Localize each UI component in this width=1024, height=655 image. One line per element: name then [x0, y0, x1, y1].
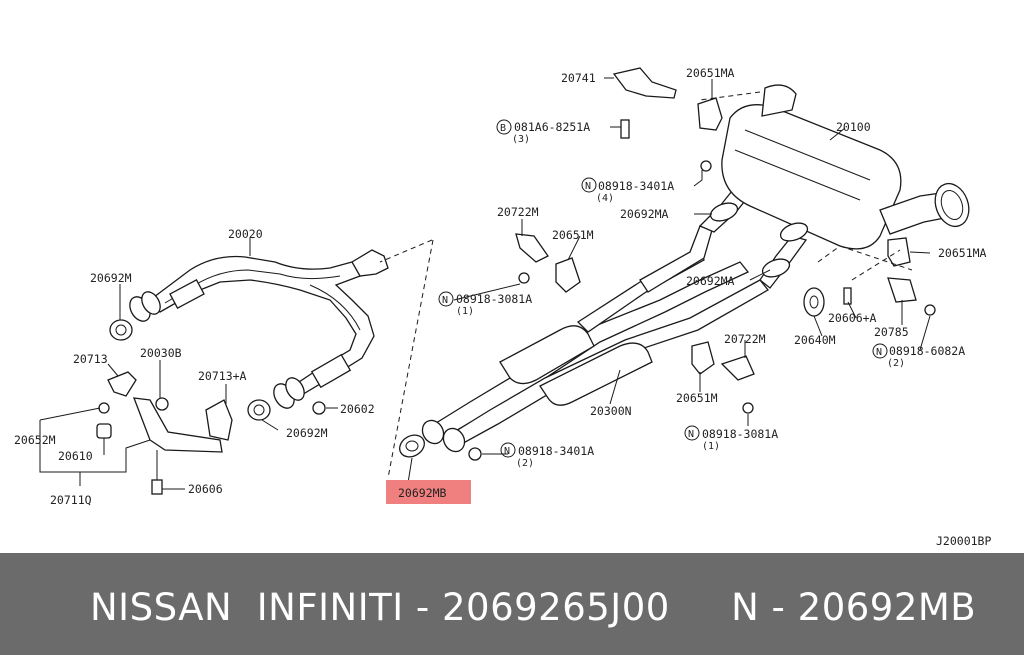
label-20741: 20741	[561, 71, 596, 85]
insulator-20652M	[98, 402, 110, 414]
label-08918-3401A-low: 08918-3401A	[518, 444, 594, 458]
label-20722M-right: 20722M	[724, 332, 766, 346]
hanger-20651MA-top	[697, 97, 723, 131]
nut-symbol-n-top	[581, 177, 597, 193]
nut-20602	[312, 401, 326, 415]
hanger-20651M-right	[691, 341, 715, 375]
nut-08918-3401A-top	[700, 160, 712, 172]
label-20713: 20713	[73, 352, 108, 366]
nut-08918-3081A-left	[518, 272, 530, 284]
label-20711Q: 20711Q	[50, 493, 92, 507]
leader-lines	[39, 77, 931, 490]
label-20610: 20610	[58, 449, 93, 463]
label-08918-6082A: 08918-6082A	[889, 344, 965, 358]
bracket-20722M-left	[515, 233, 549, 263]
label-20300N: 20300N	[590, 404, 632, 418]
label-20606: 20606	[188, 482, 223, 496]
label-20602: 20602	[340, 402, 375, 416]
main-muffler-20100	[721, 84, 970, 250]
label-20722M-left: 20722M	[497, 205, 539, 219]
part-number-caption: NISSAN INFINITI - 2069265J00 N - 20692MB	[90, 586, 977, 629]
label-08918-3401A-top: 08918-3401A	[598, 179, 674, 193]
label-08918-3401A-low-qty: (2)	[516, 458, 534, 469]
front-y-pipe-20020	[129, 249, 389, 409]
label-081A6-8251A: 081A6-8251A	[514, 120, 590, 134]
insulator-20610	[96, 423, 112, 439]
bolt-20606A	[843, 287, 852, 305]
gasket-20692M-left	[109, 319, 133, 341]
label-20651MA-right: 20651MA	[938, 246, 987, 260]
label-20652M: 20652M	[14, 433, 56, 447]
label-20640M: 20640M	[794, 333, 836, 347]
label-20692MB: 20692MB	[398, 486, 447, 500]
nut-08918-3401A-low	[468, 447, 482, 461]
nut-symbol-n-right-letter: N	[876, 347, 882, 358]
bolt-20606	[151, 479, 163, 495]
caption-bar	[0, 553, 1024, 655]
gasket-20692MA-top	[709, 202, 739, 222]
label-20651M-left: 20651M	[552, 228, 594, 242]
label-20692MA-top: 20692MA	[620, 207, 669, 221]
nut-symbol-n-low	[500, 442, 516, 458]
label-20651M-right: 20651M	[676, 391, 718, 405]
separation-dashed-line	[387, 239, 434, 479]
label-08918-3081A-left: 08918-3081A	[456, 292, 532, 306]
label-081A6-8251A-qty: (3)	[512, 134, 530, 145]
nut-symbol-n-left	[438, 291, 454, 307]
gasket-20692MA-mid	[761, 258, 791, 278]
exhaust-system-diagram: 20741 20651MA 20100 B 081A6-8251A (3) N …	[14, 66, 992, 548]
label-20651MA-top: 20651MA	[686, 66, 735, 80]
label-20785: 20785	[874, 325, 909, 339]
gasket-20692M-mid	[247, 399, 271, 421]
nut-symbol-n-low-letter: N	[504, 446, 510, 457]
nut-08918-3081A-right	[742, 402, 754, 414]
bolt-081A6-8251A	[620, 119, 630, 139]
label-20030B: 20030B	[140, 346, 182, 360]
label-20100: 20100	[836, 120, 871, 134]
hanger-20651M-left	[555, 257, 581, 293]
nut-symbol-n-right-low	[684, 425, 700, 441]
label-20606A: 20606+A	[828, 311, 877, 325]
label-08918-3081A-right-qty: (1)	[702, 441, 720, 452]
label-08918-3081A-left-qty: (1)	[456, 306, 474, 317]
label-20692M-left: 20692M	[90, 271, 132, 285]
hanger-20640M	[803, 287, 825, 317]
bracket-20722M-right	[720, 355, 755, 381]
bracket-assembly-20711Q	[96, 371, 233, 495]
bracket-20785	[887, 277, 917, 303]
label-20692MA-mid: 20692MA	[686, 274, 735, 288]
hanger-20651MA-right	[887, 237, 911, 267]
bracket-20741	[612, 67, 677, 99]
bolt-symbol-b	[496, 119, 512, 135]
nut-symbol-n-right-low-letter: N	[688, 429, 694, 440]
label-20020: 20020	[228, 227, 263, 241]
label-08918-3401A-top-qty: (4)	[596, 193, 614, 204]
diagram-code: J20001BP	[936, 534, 991, 548]
label-08918-3081A-right: 08918-3081A	[702, 427, 778, 441]
nut-symbol-n-right	[872, 343, 888, 359]
highlight-20692MB	[386, 480, 471, 504]
label-08918-6082A-qty: (2)	[887, 358, 905, 369]
gasket-20692MB	[399, 434, 425, 458]
label-20713A: 20713+A	[198, 369, 247, 383]
bolt-symbol-b-letter: B	[500, 123, 506, 134]
nut-20030B	[155, 397, 169, 411]
nut-08918-6082A	[924, 304, 936, 316]
nut-symbol-n-top-letter: N	[585, 181, 591, 192]
label-20692M-mid: 20692M	[286, 426, 328, 440]
nut-symbol-n-left-letter: N	[442, 295, 448, 306]
